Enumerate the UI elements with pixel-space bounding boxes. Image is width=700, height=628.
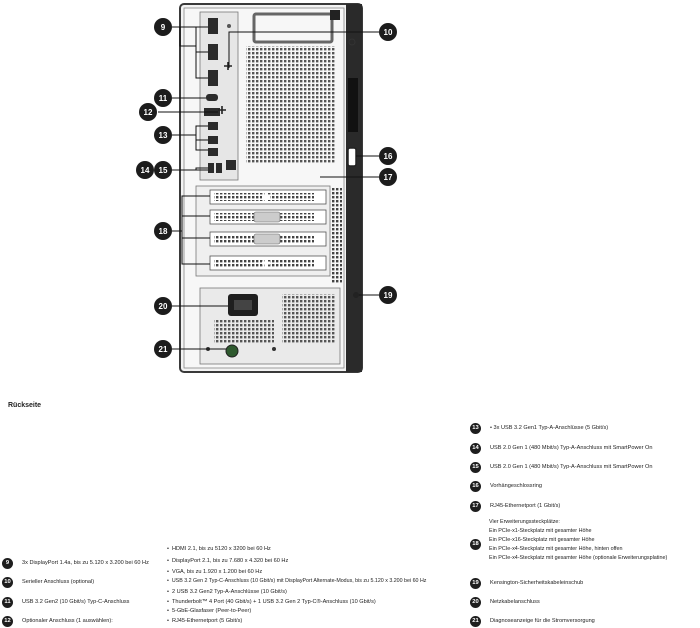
label-14: USB 2.0 Gen 1 (480 Mbit/s) Typ-A-Anschlu… [490, 445, 653, 451]
callout-17: 17 [379, 168, 397, 186]
legend-item-11: 11 USB 3.2 Gen2 (10 Gbit/s) Typ-C-Anschl… [2, 595, 129, 609]
label-19: Kensington-Sicherheitskabeleinschub [490, 580, 584, 586]
usb-a-2 [208, 136, 218, 144]
expansion-line-3: Ein PCIe-x4-Steckplatz mit gesamter Höhe… [489, 546, 623, 552]
svg-text:20: 20 [159, 302, 168, 311]
label-9: 3x DisplayPort 1.4a, bis zu 5.120 x 3.20… [22, 560, 149, 566]
option-thunderbolt: Thunderbolt™ 4 Port (40 Gbit/s) + 1 USB … [167, 599, 376, 605]
chassis-right-bezel [346, 4, 362, 372]
legend-item-15: 15 USB 2.0 Gen 1 (480 Mbit/s) Typ-A-Ansc… [470, 460, 652, 474]
label-11: USB 3.2 Gen2 (10 Gbit/s) Typ-C-Anschluss [22, 599, 130, 605]
svg-text:10: 10 [384, 28, 393, 37]
badge-14: 14 [470, 442, 481, 454]
expansion-line-2: Ein PCIe-x16-Steckplatz mit gesamter Höh… [489, 537, 595, 543]
callout-badges: 9 10 11 12 13 14 15 16 17 18 19 20 21 [136, 18, 397, 358]
label-15: USB 2.0 Gen 1 (480 Mbit/s) Typ-A-Anschlu… [490, 464, 653, 470]
legend-item-16: 16 Vorhängeschlossring [470, 479, 542, 493]
legend-item-9: 9 3x DisplayPort 1.4a, bis zu 5.120 x 3.… [2, 556, 149, 570]
label-17: RJ45-Ethernetport (1 Gbit/s) [490, 503, 561, 509]
callout-10: 10 [379, 23, 397, 41]
label-13: • 3x USB 3.2 Gen1 Typ-A-Anschlüsse (5 Gb… [490, 425, 609, 431]
legend-item-20: 20 Netzkabelanschluss [470, 595, 540, 609]
legend-item-10: 10 Serieller Anschluss (optional) [2, 575, 94, 589]
kensington-slot [353, 292, 359, 298]
svg-text:16: 16 [384, 152, 393, 161]
option-usb-a: 2 USB 3.2 Gen2 Typ-A-Anschlüsse (10 Gbit… [167, 589, 287, 595]
callout-14: 14 [136, 161, 154, 179]
section-title: Rückseite [8, 402, 42, 409]
badge-18: 18 [470, 538, 481, 550]
svg-text:14: 14 [141, 166, 150, 175]
svg-text:12: 12 [144, 108, 153, 117]
legend-item-21: 21 Diagnoseanzeige für die Stromversorgu… [470, 614, 595, 628]
expansion-slots [195, 185, 331, 277]
callout-11: 11 [154, 89, 172, 107]
option-displayport: DisplayPort 2.1, bis zu 7.680 x 4.320 be… [167, 558, 288, 564]
svg-text:11: 11 [159, 94, 168, 103]
option-rj45: RJ45-Ethernetport (5 Gbit/s) [167, 618, 242, 624]
svg-text:21: 21 [159, 345, 168, 354]
badge-20: 20 [470, 596, 481, 608]
badge-17: 17 [470, 500, 481, 512]
svg-text:15: 15 [159, 166, 168, 175]
displayport-1 [208, 18, 218, 34]
option-vga: VGA, bis zu 1.920 x 1.200 bei 60 Hz [167, 569, 262, 575]
label-10: Serieller Anschluss (optional) [22, 579, 95, 585]
legend-item-19: 19 Kensington-Sicherheitskabeleinschub [470, 576, 583, 590]
psu-diagnostic-led [225, 344, 239, 358]
legend-item-14: 14 USB 2.0 Gen 1 (480 Mbit/s) Typ-A-Ansc… [470, 441, 652, 455]
badge-15: 15 [470, 461, 481, 473]
displayport-2 [208, 44, 218, 60]
label-16: Vorhängeschlossring [490, 483, 542, 489]
vent-grid [246, 46, 336, 164]
callout-21: 21 [154, 340, 172, 358]
badge-10: 10 [2, 576, 13, 588]
badge-19: 19 [470, 577, 481, 589]
option-hdmi: HDMI 2.1, bis zu 5120 x 3200 bei 60 Hz [167, 546, 271, 552]
computer-rear-illustration: 9 10 11 12 13 14 15 16 17 18 19 20 21 [136, 3, 397, 373]
badge-12: 12 [2, 615, 13, 627]
badge-16: 16 [470, 480, 481, 492]
callout-16: 16 [379, 147, 397, 165]
callout-13: 13 [154, 126, 172, 144]
legend-item-13: 13 • 3x USB 3.2 Gen1 Typ-A-Anschlüsse (5… [470, 421, 608, 435]
badge-9: 9 [2, 557, 13, 569]
rj45-port [226, 160, 236, 170]
top-handle [252, 12, 334, 44]
callout-9: 9 [154, 18, 172, 36]
legend-item-18: 18 [470, 537, 481, 551]
callout-20: 20 [154, 297, 172, 315]
expansion-line-4: Ein PCIe-x4-Steckplatz mit gesamter Höhe… [489, 555, 668, 561]
usb-c-port [206, 94, 218, 101]
label-21: Diagnoseanzeige für die Stromversorgung [490, 618, 595, 624]
usb2-2 [216, 163, 222, 173]
callout-18: 18 [154, 222, 172, 240]
badge-13: 13 [470, 422, 481, 434]
callout-19: 19 [379, 286, 397, 304]
io-panel [199, 11, 239, 181]
padlock-ring [347, 147, 357, 167]
legend-item-17: 17 RJ45-Ethernetport (1 Gbit/s) [470, 499, 560, 513]
usb-a-1 [208, 122, 218, 130]
callout-12: 12 [139, 103, 157, 121]
usb2-1 [208, 163, 214, 173]
legend-item-12: 12 Optionaler Anschluss (1 auswählen): [2, 614, 113, 628]
svg-text:17: 17 [384, 173, 393, 182]
badge-11: 11 [2, 596, 13, 608]
displayport-3 [208, 70, 218, 86]
svg-text:13: 13 [159, 131, 168, 140]
svg-text:19: 19 [384, 291, 393, 300]
svg-text:18: 18 [159, 227, 168, 236]
option-usb-c-dp: USB 3.2 Gen 2 Typ-C-Anschluss (10 Gbit/s… [167, 578, 427, 584]
usb-a-3 [208, 148, 218, 156]
expansion-line-0: Vier Erweiterungssteckplätze: [489, 519, 560, 525]
expansion-line-1: Ein PCIe-x1-Steckplatz mit gesamter Höhe [489, 528, 592, 534]
badge-21: 21 [470, 615, 481, 627]
label-12: Optionaler Anschluss (1 auswählen): [22, 618, 113, 624]
callout-15: 15 [154, 161, 172, 179]
svg-text:9: 9 [161, 23, 166, 32]
label-20: Netzkabelanschluss [490, 599, 540, 605]
option-fiber: 5-GbE-Glasfaser (Peer-to-Peer) [167, 608, 251, 614]
